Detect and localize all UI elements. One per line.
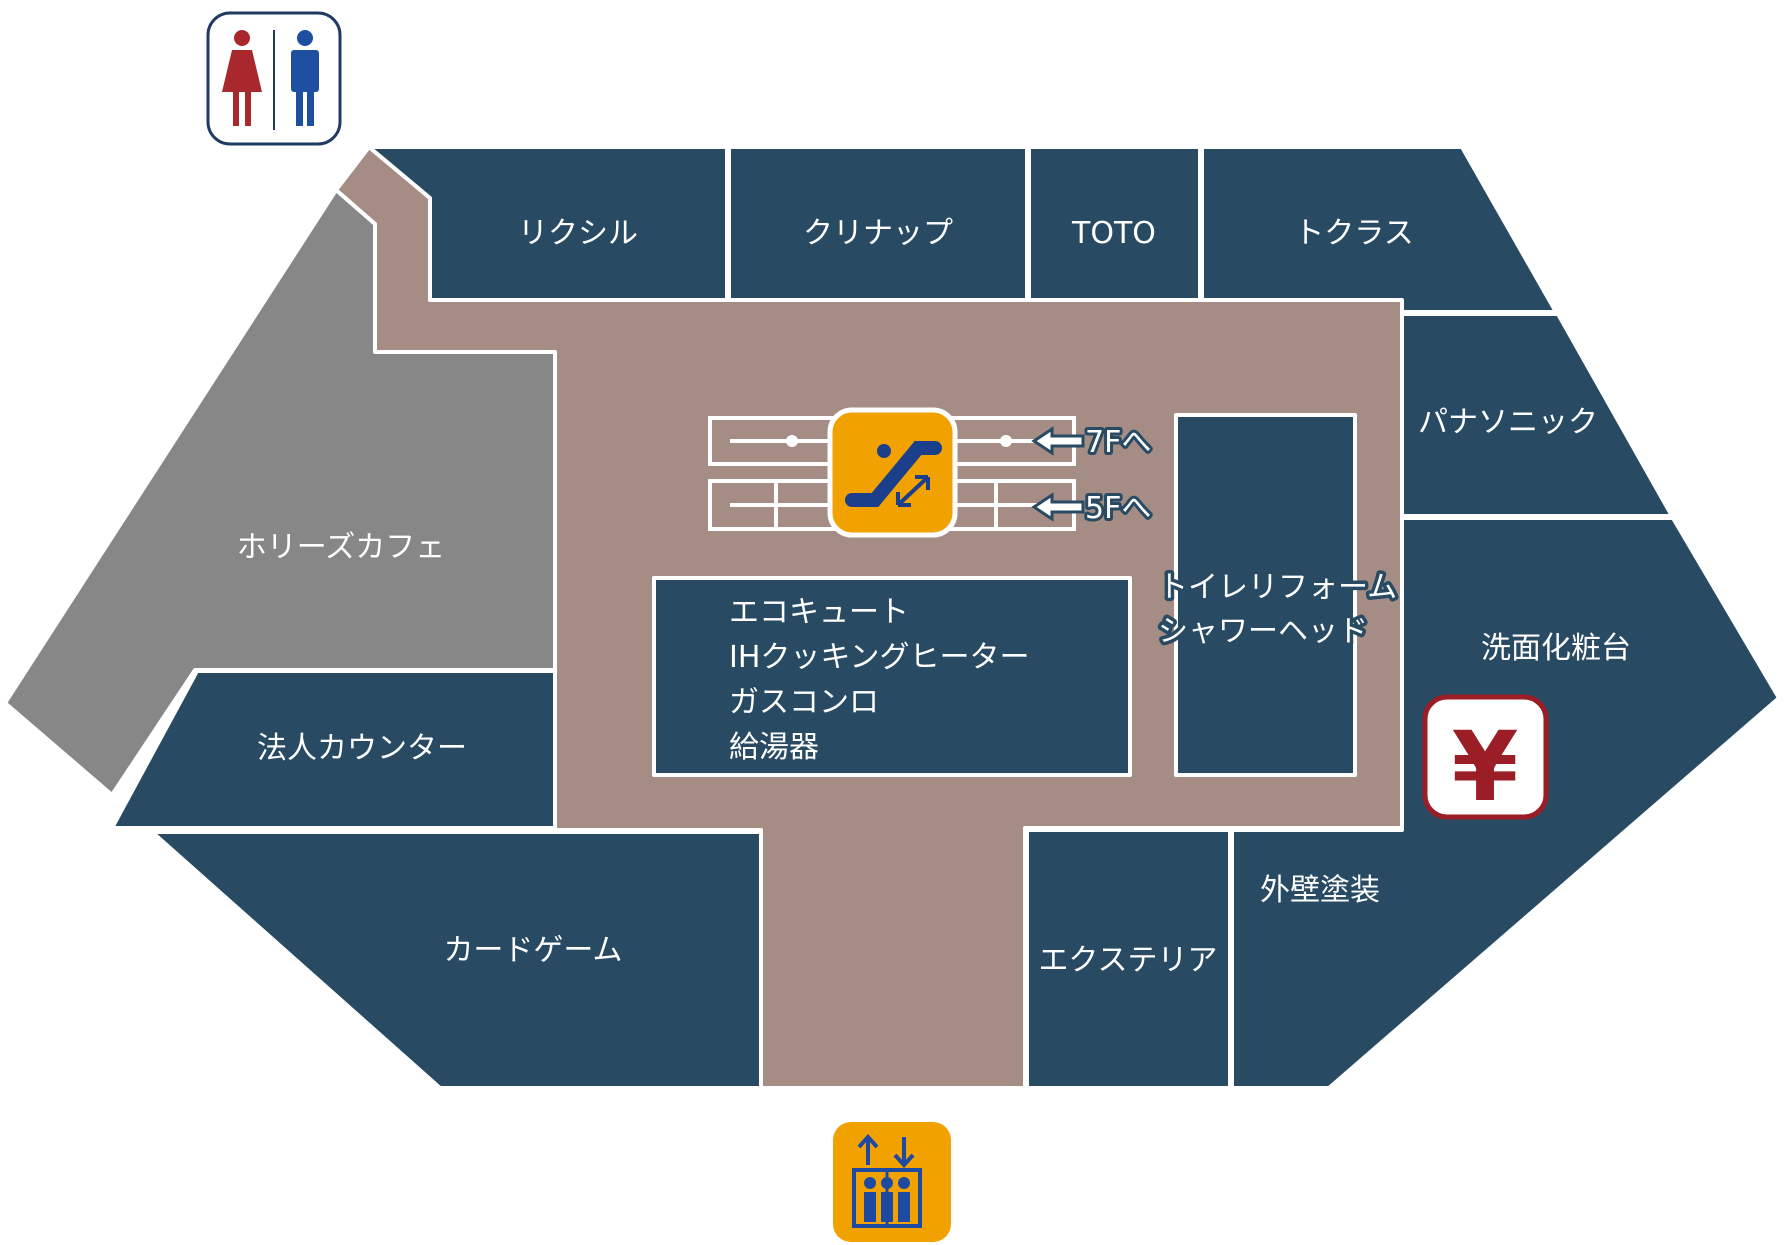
store-panasonic-label: パナソニック — [1418, 405, 1598, 440]
yen-icon[interactable]: ¥ — [1422, 694, 1549, 823]
escalator-up-label: 7Fへ — [1085, 425, 1151, 460]
toilet-line-1: トイレリフォーム — [1158, 570, 1397, 605]
store-takara-label: トクラス — [1294, 216, 1413, 251]
store-card-game-label: カードゲーム — [443, 933, 622, 968]
store-toto[interactable] — [1027, 145, 1202, 302]
female-figure-icon — [222, 30, 262, 126]
escalator-up-direction: 7Fへ — [1031, 422, 1154, 463]
appliance-line-1: エコキュート — [729, 595, 909, 630]
male-figure-icon — [291, 30, 319, 126]
elevator-icon[interactable] — [833, 1122, 951, 1242]
appliance-line-3: ガスコンロ — [729, 685, 879, 720]
restroom-icon[interactable] — [206, 11, 342, 146]
store-holly-cafe-label: ホリーズカフェ — [237, 530, 446, 565]
store-toto-label: TOTO — [1071, 216, 1156, 251]
appliance-line-2: IHクッキングヒーター — [729, 640, 1030, 675]
escalator-icon[interactable] — [827, 407, 958, 538]
yen-glyph: ¥ — [1452, 711, 1519, 823]
store-corporate-counter-label: 法人カウンター — [257, 731, 467, 766]
appliance-line-4: 給湯器 — [729, 730, 819, 765]
escalator-down-label: 5Fへ — [1085, 491, 1151, 526]
store-corporate-counter[interactable] — [110, 669, 557, 830]
store-exterior-label: エクステリア — [1038, 943, 1217, 978]
appliance-island-labels: エコキュート IHクッキングヒーター ガスコンロ 給湯器 — [729, 595, 1030, 765]
store-exterior[interactable] — [1025, 828, 1232, 1090]
escalator-down-direction: 5Fへ — [1031, 488, 1154, 529]
store-lixil[interactable] — [367, 145, 729, 302]
store-cleanup-label: クリナップ — [803, 216, 953, 251]
toilet-island[interactable] — [1174, 413, 1357, 777]
toilet-line-2: シャワーヘッド — [1158, 614, 1368, 649]
appliance-island[interactable] — [652, 576, 1132, 777]
store-wall-paint-label: 外壁塗装 — [1260, 873, 1380, 908]
store-vanity-label: 洗面化粧台 — [1481, 631, 1631, 666]
store-card-game[interactable] — [150, 830, 763, 1090]
store-lixil-label: リクシル — [518, 216, 638, 251]
